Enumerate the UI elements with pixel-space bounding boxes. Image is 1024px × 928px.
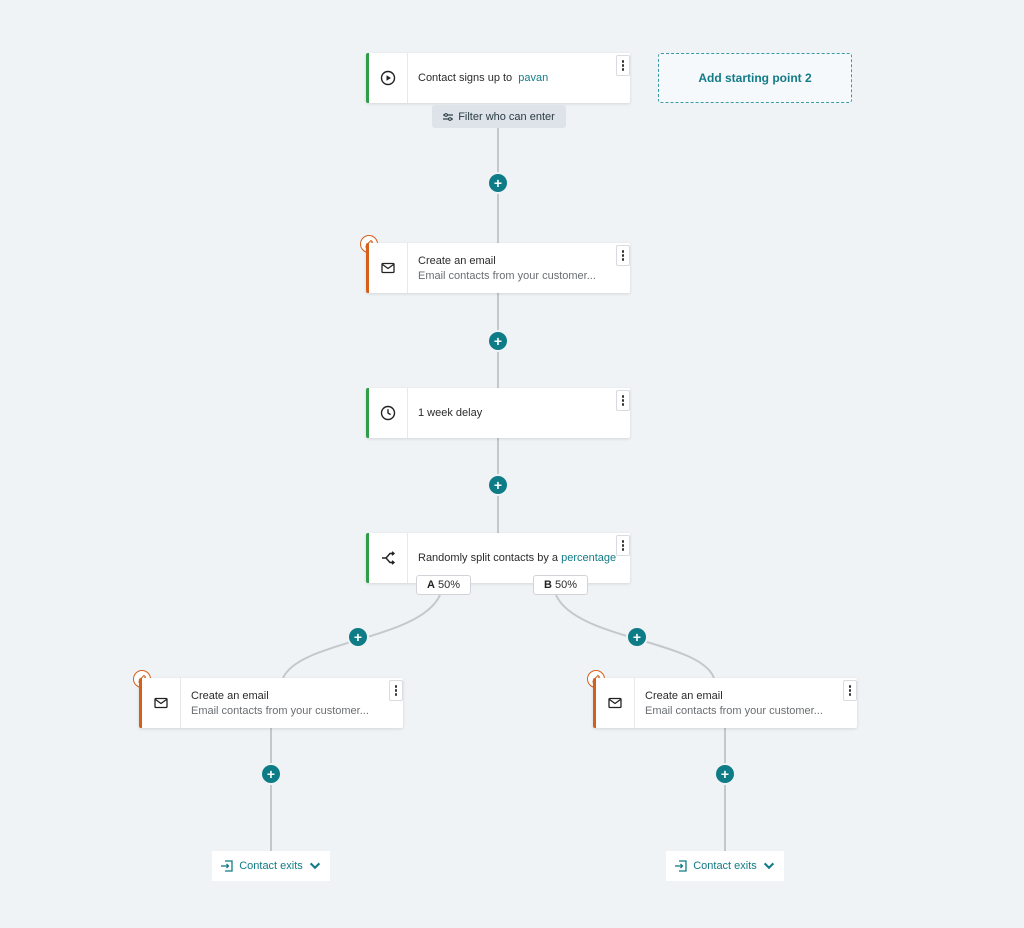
add-step-button[interactable]: + bbox=[628, 628, 646, 646]
envelope-icon bbox=[369, 243, 408, 293]
more-options-icon[interactable] bbox=[616, 245, 630, 266]
email-step-subtitle: Email contacts from your customer... bbox=[191, 704, 369, 717]
envelope-icon bbox=[142, 678, 181, 728]
more-options-icon[interactable] bbox=[616, 535, 630, 556]
split-step-card[interactable]: Randomly split contacts by a percentage bbox=[366, 533, 630, 583]
envelope-icon bbox=[596, 678, 635, 728]
branch-percent: 50% bbox=[554, 579, 577, 591]
email-step-subtitle: Email contacts from your customer... bbox=[418, 269, 596, 282]
split-percentage-link[interactable]: percentage bbox=[561, 552, 617, 564]
add-step-button[interactable]: + bbox=[349, 628, 367, 646]
trigger-audience-link[interactable]: pavan bbox=[518, 72, 549, 84]
trigger-prefix: Contact signs up to bbox=[418, 72, 513, 84]
email-step-card[interactable]: Create an email Email contacts from your… bbox=[366, 243, 630, 293]
branch-b-email-card[interactable]: Create an email Email contacts from your… bbox=[593, 678, 857, 728]
filter-who-can-enter-button[interactable]: Filter who can enter bbox=[432, 105, 566, 128]
branch-letter: B bbox=[544, 579, 552, 591]
split-step-title: Randomly split contacts by a percentage bbox=[418, 552, 630, 564]
clock-icon bbox=[369, 388, 408, 438]
add-starting-point-button[interactable]: Add starting point 2 bbox=[658, 53, 852, 103]
chevron-down-icon bbox=[309, 862, 320, 870]
add-step-button[interactable]: + bbox=[489, 332, 507, 350]
contact-exits-button[interactable]: Contact exits bbox=[666, 851, 784, 881]
split-prefix: Randomly split contacts by a bbox=[418, 552, 559, 564]
add-step-button[interactable]: + bbox=[489, 476, 507, 494]
email-step-title: Create an email bbox=[191, 689, 269, 702]
delay-step-card[interactable]: 1 week delay bbox=[366, 388, 630, 438]
email-step-title: Create an email bbox=[645, 689, 723, 702]
more-options-icon[interactable] bbox=[616, 55, 630, 76]
trigger-title: Contact signs up to pavan bbox=[418, 72, 630, 84]
more-options-icon[interactable] bbox=[843, 680, 857, 701]
email-step-title: Create an email bbox=[418, 254, 496, 267]
branch-letter: A bbox=[427, 579, 435, 591]
trigger-card[interactable]: Contact signs up to pavan bbox=[366, 53, 630, 103]
chevron-down-icon bbox=[763, 862, 774, 870]
filter-icon bbox=[443, 112, 454, 121]
branch-a-email-card[interactable]: Create an email Email contacts from your… bbox=[139, 678, 403, 728]
contact-exits-button[interactable]: Contact exits bbox=[212, 851, 330, 881]
more-options-icon[interactable] bbox=[389, 680, 403, 701]
exit-icon bbox=[221, 860, 233, 872]
add-step-button[interactable]: + bbox=[262, 765, 280, 783]
exit-icon bbox=[675, 860, 687, 872]
filter-label: Filter who can enter bbox=[458, 110, 555, 123]
exit-label: Contact exits bbox=[239, 860, 303, 872]
add-step-button[interactable]: + bbox=[716, 765, 734, 783]
branch-percent: 50% bbox=[437, 579, 460, 591]
play-circle-icon bbox=[369, 53, 408, 103]
exit-label: Contact exits bbox=[693, 860, 757, 872]
branch-tag-b[interactable]: B 50% bbox=[533, 575, 588, 595]
more-options-icon[interactable] bbox=[616, 390, 630, 411]
branch-tag-a[interactable]: A 50% bbox=[416, 575, 471, 595]
add-step-button[interactable]: + bbox=[489, 174, 507, 192]
email-step-subtitle: Email contacts from your customer... bbox=[645, 704, 823, 717]
delay-step-title: 1 week delay bbox=[418, 407, 483, 419]
split-icon bbox=[369, 533, 408, 583]
